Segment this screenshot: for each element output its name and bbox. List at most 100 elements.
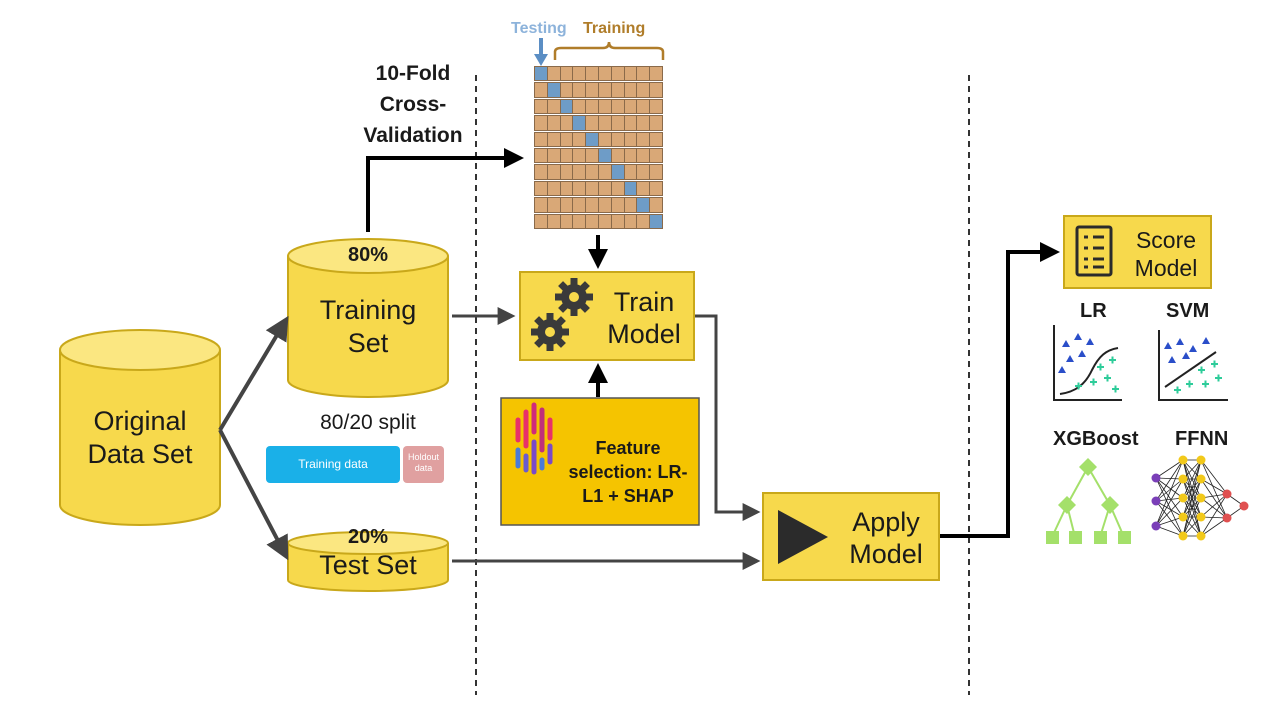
fold-train-cell (585, 164, 599, 180)
fold-train-cell (546, 115, 561, 131)
nn-node (1151, 521, 1161, 531)
svm-label: SVM (1166, 300, 1210, 322)
original-data-line2: Data Set (87, 439, 193, 469)
fold-test-cell (559, 98, 574, 115)
test-set-cylinder (287, 531, 449, 592)
fold-train-cell (546, 65, 561, 82)
fold-train-cell (585, 213, 599, 230)
shap-icon (515, 402, 553, 475)
fold-train-cell (546, 147, 561, 164)
cv-label-line3: Validation (363, 124, 463, 147)
fold-train-cell (610, 98, 625, 115)
fold-train-cell (623, 131, 638, 148)
fold-train-cell (534, 115, 548, 131)
fold-train-cell (649, 115, 663, 131)
fold-train-cell (598, 131, 612, 148)
train-model-label: Train Model (594, 286, 694, 350)
fold-train-cell (649, 180, 663, 197)
fold-train-cell (598, 115, 612, 131)
fold-train-cell (572, 98, 587, 115)
fold-train-cell (649, 131, 663, 148)
fold-train-cell (636, 164, 651, 180)
training-set-label: Training Set (288, 294, 448, 360)
fold-train-cell (623, 115, 638, 131)
fold-train-cell (585, 82, 599, 98)
nn-node (1178, 455, 1188, 465)
fold-train-cell (585, 65, 599, 82)
nn-node (1196, 455, 1206, 465)
nn-node (1151, 473, 1161, 483)
fold-train-cell (598, 98, 612, 115)
nn-node (1196, 493, 1206, 503)
holdout-data-line1: Holdout (407, 452, 440, 462)
fold-train-cell (534, 164, 548, 180)
fold-train-cell (636, 115, 651, 131)
train-model-line2: Model (607, 319, 681, 349)
nn-node (1239, 501, 1249, 511)
fold-test-cell (534, 65, 548, 82)
fold-test-cell (572, 115, 587, 131)
fold-train-cell (610, 115, 625, 131)
test-percent: 20% (347, 526, 389, 548)
cv-label: 10-Fold Cross- Validation (350, 58, 476, 151)
fold-train-cell (572, 65, 587, 82)
fold-test-cell (546, 82, 561, 98)
training-set-line1: Training (319, 295, 417, 325)
fold-train-cell (649, 147, 663, 164)
fold-train-cell (649, 82, 663, 98)
lr-plot-icon (1053, 325, 1122, 401)
fold-train-cell (585, 147, 599, 164)
ffnn-network-icon (1151, 455, 1249, 541)
fold-train-cell (546, 213, 561, 230)
fold-train-cell (623, 197, 638, 213)
fold-train-cell (636, 131, 651, 148)
fold-train-cell (610, 131, 625, 148)
score-model-line2: Model (1134, 255, 1198, 281)
apply-model-line1: Apply (852, 507, 920, 537)
train-model-line1: Train (613, 287, 675, 317)
ffnn-label: FFNN (1175, 428, 1229, 450)
svm-plot-icon (1158, 330, 1228, 401)
fold-train-cell (598, 164, 612, 180)
fold-train-cell (610, 180, 625, 197)
nn-node (1178, 512, 1188, 522)
fold-train-cell (623, 213, 638, 230)
arrow-original-to-test (218, 429, 289, 561)
fold-train-cell (572, 213, 587, 230)
nn-node (1178, 474, 1188, 484)
score-model-line1: Score (1135, 227, 1197, 253)
testing-label: Testing (511, 20, 567, 37)
training-data-label: Training data (298, 457, 368, 471)
fold-train-cell (572, 82, 587, 98)
fold-train-cell (610, 82, 625, 98)
feature-selection-label: Feature selection: LR- L1 + SHAP (558, 436, 698, 508)
fold-train-cell (559, 180, 574, 197)
feature-line2: selection: LR- (568, 462, 688, 482)
fold-test-cell (649, 213, 663, 230)
fold-train-cell (534, 82, 548, 98)
holdout-data-bar: Holdout data (403, 446, 444, 483)
test-set-label: Test Set (319, 550, 417, 580)
fold-train-cell (610, 65, 625, 82)
fold-train-cell (534, 147, 548, 164)
fold-train-cell (623, 164, 638, 180)
fold-test-cell (610, 164, 625, 180)
xgboost-tree-icon (1046, 458, 1131, 544)
arrow-apply-to-score (940, 242, 1060, 538)
arrow-train-to-apply (694, 314, 761, 521)
fold-train-cell (636, 65, 651, 82)
fold-train-cell (585, 98, 599, 115)
fold-train-cell (636, 180, 651, 197)
fold-train-cell (636, 82, 651, 98)
training-set-line2: Set (347, 328, 389, 358)
fold-train-cell (534, 131, 548, 148)
training-set-cylinder (287, 238, 449, 398)
fold-train-cell (559, 147, 574, 164)
fold-train-cell (623, 82, 638, 98)
fold-train-cell (559, 115, 574, 131)
nn-node (1222, 489, 1232, 499)
holdout-data-line2: data (414, 463, 433, 473)
training-label: Training (583, 20, 646, 37)
